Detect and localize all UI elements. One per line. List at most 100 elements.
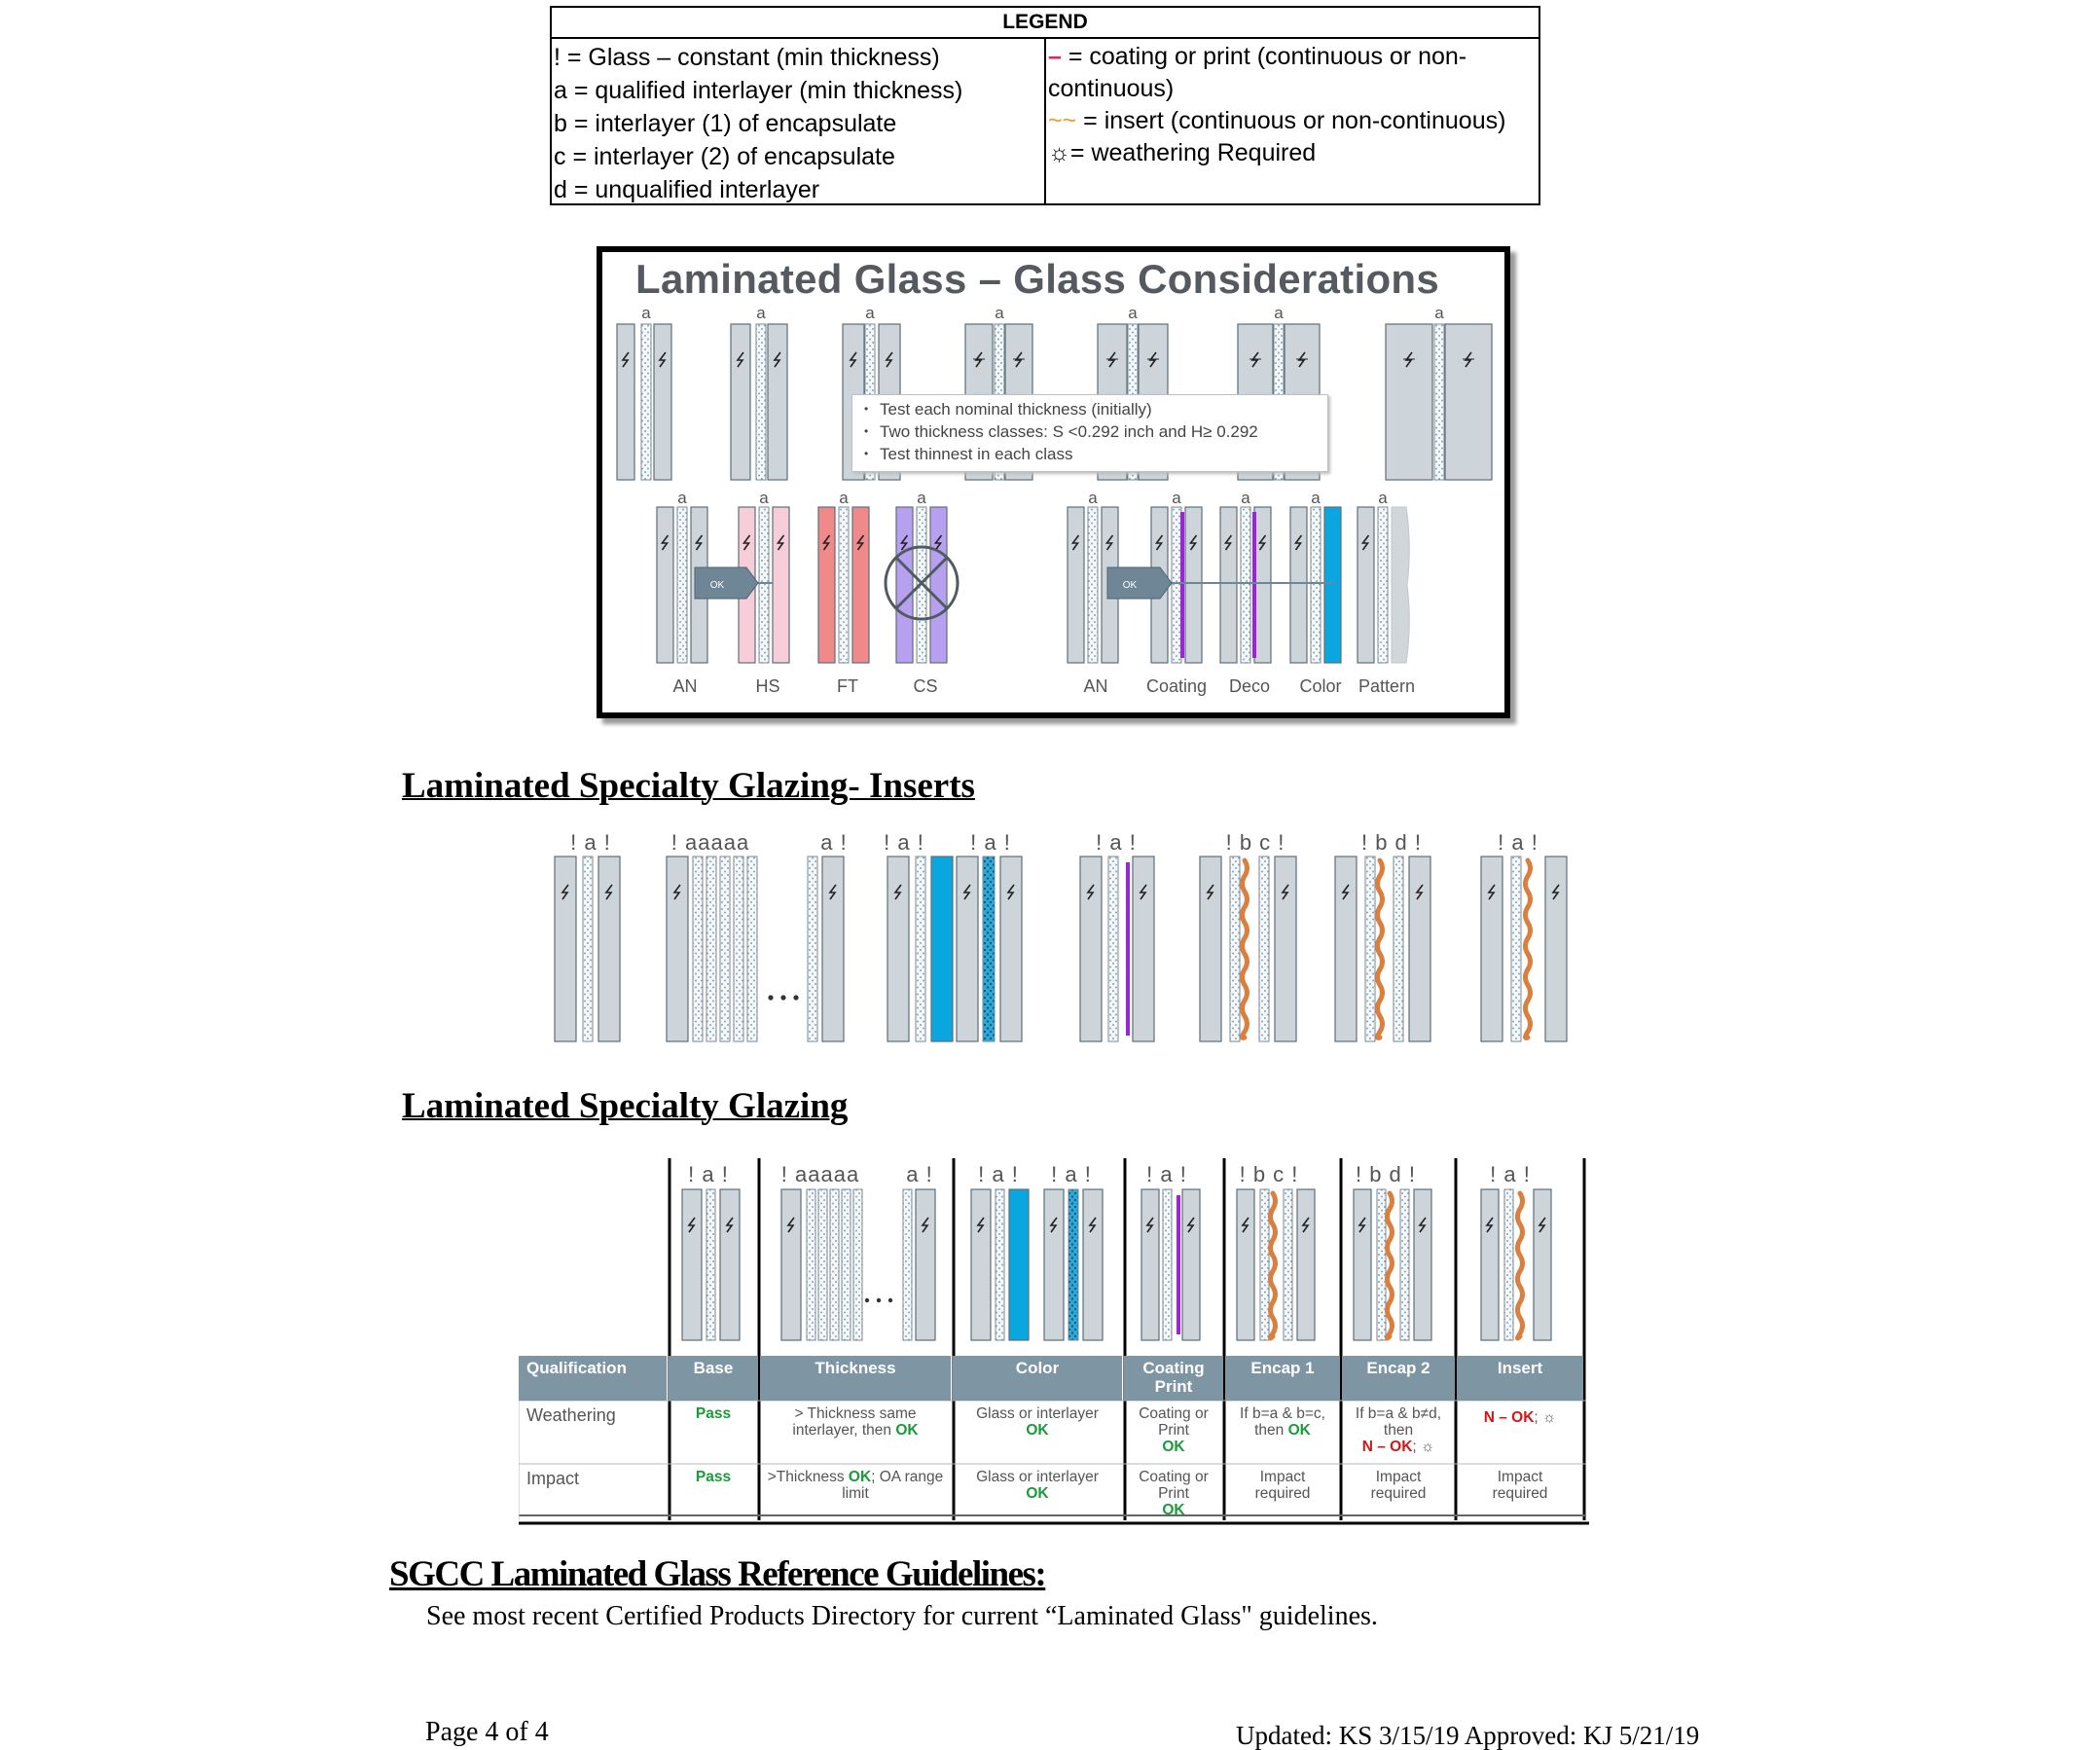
glass-pane — [653, 323, 672, 481]
interlayer-label: a — [995, 304, 1004, 322]
glass-pane — [681, 1188, 703, 1341]
qualification-table: Qualification Base Thickness Color Coati… — [519, 1356, 1586, 1526]
interlayer — [1503, 1188, 1514, 1341]
lightning-mark-icon — [821, 534, 831, 551]
glass-pane — [956, 856, 979, 1042]
sun-icon: ☼ — [1048, 139, 1070, 166]
glass-pane — [1181, 1188, 1201, 1341]
insert-wave-icon: ~~ — [1048, 107, 1077, 134]
lightning-mark-icon — [1538, 1217, 1546, 1233]
interlayer — [1240, 506, 1251, 664]
test-note: Test thinnest in each class — [860, 443, 1320, 465]
inserts-heading: Laminated Specialty Glazing- Inserts — [402, 766, 975, 806]
weathering-encap-1: If b=a & b=c, then OK — [1240, 1405, 1325, 1439]
lightning-mark-icon — [962, 884, 971, 900]
glass-pane — [780, 1188, 802, 1341]
interlayer-label: a — [1241, 489, 1250, 507]
lightning-mark-icon — [1250, 351, 1259, 368]
insert-wave — [1523, 857, 1533, 1040]
rejected-circle-icon — [884, 545, 959, 621]
legend-item-qualified-interlayer: a = qualified interlayer (min thickness) — [554, 77, 963, 104]
interlayer — [706, 1188, 716, 1341]
layer-label: ! a ! — [978, 1162, 1019, 1186]
layer-label: ! b c ! — [1240, 1162, 1299, 1186]
lightning-mark-icon — [561, 884, 569, 900]
row-label-impact: Impact — [526, 1469, 580, 1488]
coating-line — [1177, 1195, 1180, 1334]
layer-label: ! a ! — [1498, 832, 1539, 855]
lightning-mark-icon — [1145, 1217, 1154, 1233]
glass-pane — [1334, 856, 1358, 1042]
lightning-mark-icon — [1148, 351, 1157, 368]
page-number: Page 4 of 4 — [425, 1717, 549, 1747]
lightning-mark-icon — [1293, 534, 1303, 551]
interlayer-label: a — [1311, 489, 1321, 507]
glass-type-caption: Pattern — [1358, 676, 1415, 696]
glass-type-caption: FT — [837, 676, 858, 696]
ellipsis-dot — [887, 1297, 893, 1303]
legend-item-insert: ~~ = insert (continuous or non-continuou… — [1048, 107, 1506, 134]
glass-pane — [767, 323, 788, 481]
lightning-mark-icon — [660, 534, 670, 551]
interlayer-label: a — [641, 304, 651, 322]
patterned-glass — [1391, 506, 1410, 664]
reference-text: See most recent Certified Products Direc… — [426, 1601, 1378, 1631]
lightning-mark-icon — [1360, 534, 1370, 551]
glass-pane — [817, 506, 836, 664]
lightning-mark-icon — [855, 534, 865, 551]
lightning-mark-icon — [1281, 884, 1289, 900]
glass-pane — [1079, 856, 1103, 1042]
interlayer — [1283, 1188, 1293, 1341]
interlayer — [1376, 1188, 1387, 1341]
legend-item-glass: ! = Glass – constant (min thickness) — [554, 44, 940, 71]
glass-pane — [597, 856, 621, 1042]
lightning-mark-icon — [1086, 884, 1095, 900]
ok-arrow-label: OK — [710, 580, 725, 591]
interlayer-label: a — [1088, 489, 1098, 507]
sun-icon: ; ☼ — [1534, 1409, 1557, 1426]
glass-pane — [1184, 506, 1203, 664]
glass-type-caption: CS — [913, 676, 937, 696]
layer-label: ! a ! — [570, 832, 611, 855]
interlayer — [838, 506, 850, 664]
lightning-mark-icon — [933, 534, 943, 551]
legend-item-coating: – = coating or print (continuous or non- — [1048, 43, 1467, 70]
interlayer — [915, 856, 926, 1042]
interlayer — [582, 856, 594, 1042]
lightning-mark-icon — [773, 351, 781, 368]
glass-pane — [1357, 506, 1375, 664]
legend-left-column: ! = Glass – constant (min thickness) a =… — [552, 39, 1046, 203]
lightning-mark-icon — [1415, 884, 1424, 900]
ellipsis-dot — [793, 995, 799, 1001]
glass-pane — [970, 1188, 992, 1341]
header-qualification: Qualification — [519, 1356, 667, 1401]
lightning-mark-icon — [1070, 534, 1080, 551]
layer-label: ! b d ! — [1356, 1162, 1416, 1186]
lightning-mark-icon — [604, 884, 613, 900]
lightning-mark-icon — [893, 884, 902, 900]
glass-pane — [1385, 323, 1433, 481]
glass-type-caption: Deco — [1229, 676, 1270, 696]
interlayer — [1433, 323, 1445, 481]
ok-arrow-shape — [694, 566, 759, 600]
interlayer — [719, 856, 731, 1042]
impact-base: Pass — [695, 1469, 732, 1485]
interlayer — [1068, 1188, 1079, 1341]
interlayer — [852, 1188, 863, 1341]
interlayer — [1107, 856, 1119, 1042]
lightning-mark-icon — [621, 351, 630, 368]
coating-symbol: – — [1048, 43, 1062, 70]
layer-label: ! a ! — [688, 1162, 729, 1186]
interlayer — [807, 856, 818, 1042]
interlayer-label: a — [1274, 304, 1284, 322]
lightning-mark-icon — [849, 351, 857, 368]
interlayer-label: a — [1378, 489, 1388, 507]
lightning-mark-icon — [1006, 884, 1015, 900]
glass-pane — [930, 856, 954, 1042]
coating-line — [1252, 512, 1256, 658]
glass-pane — [772, 506, 790, 664]
interlayer — [1171, 506, 1182, 664]
test-note: Test each nominal thickness (initially) — [860, 398, 1320, 420]
